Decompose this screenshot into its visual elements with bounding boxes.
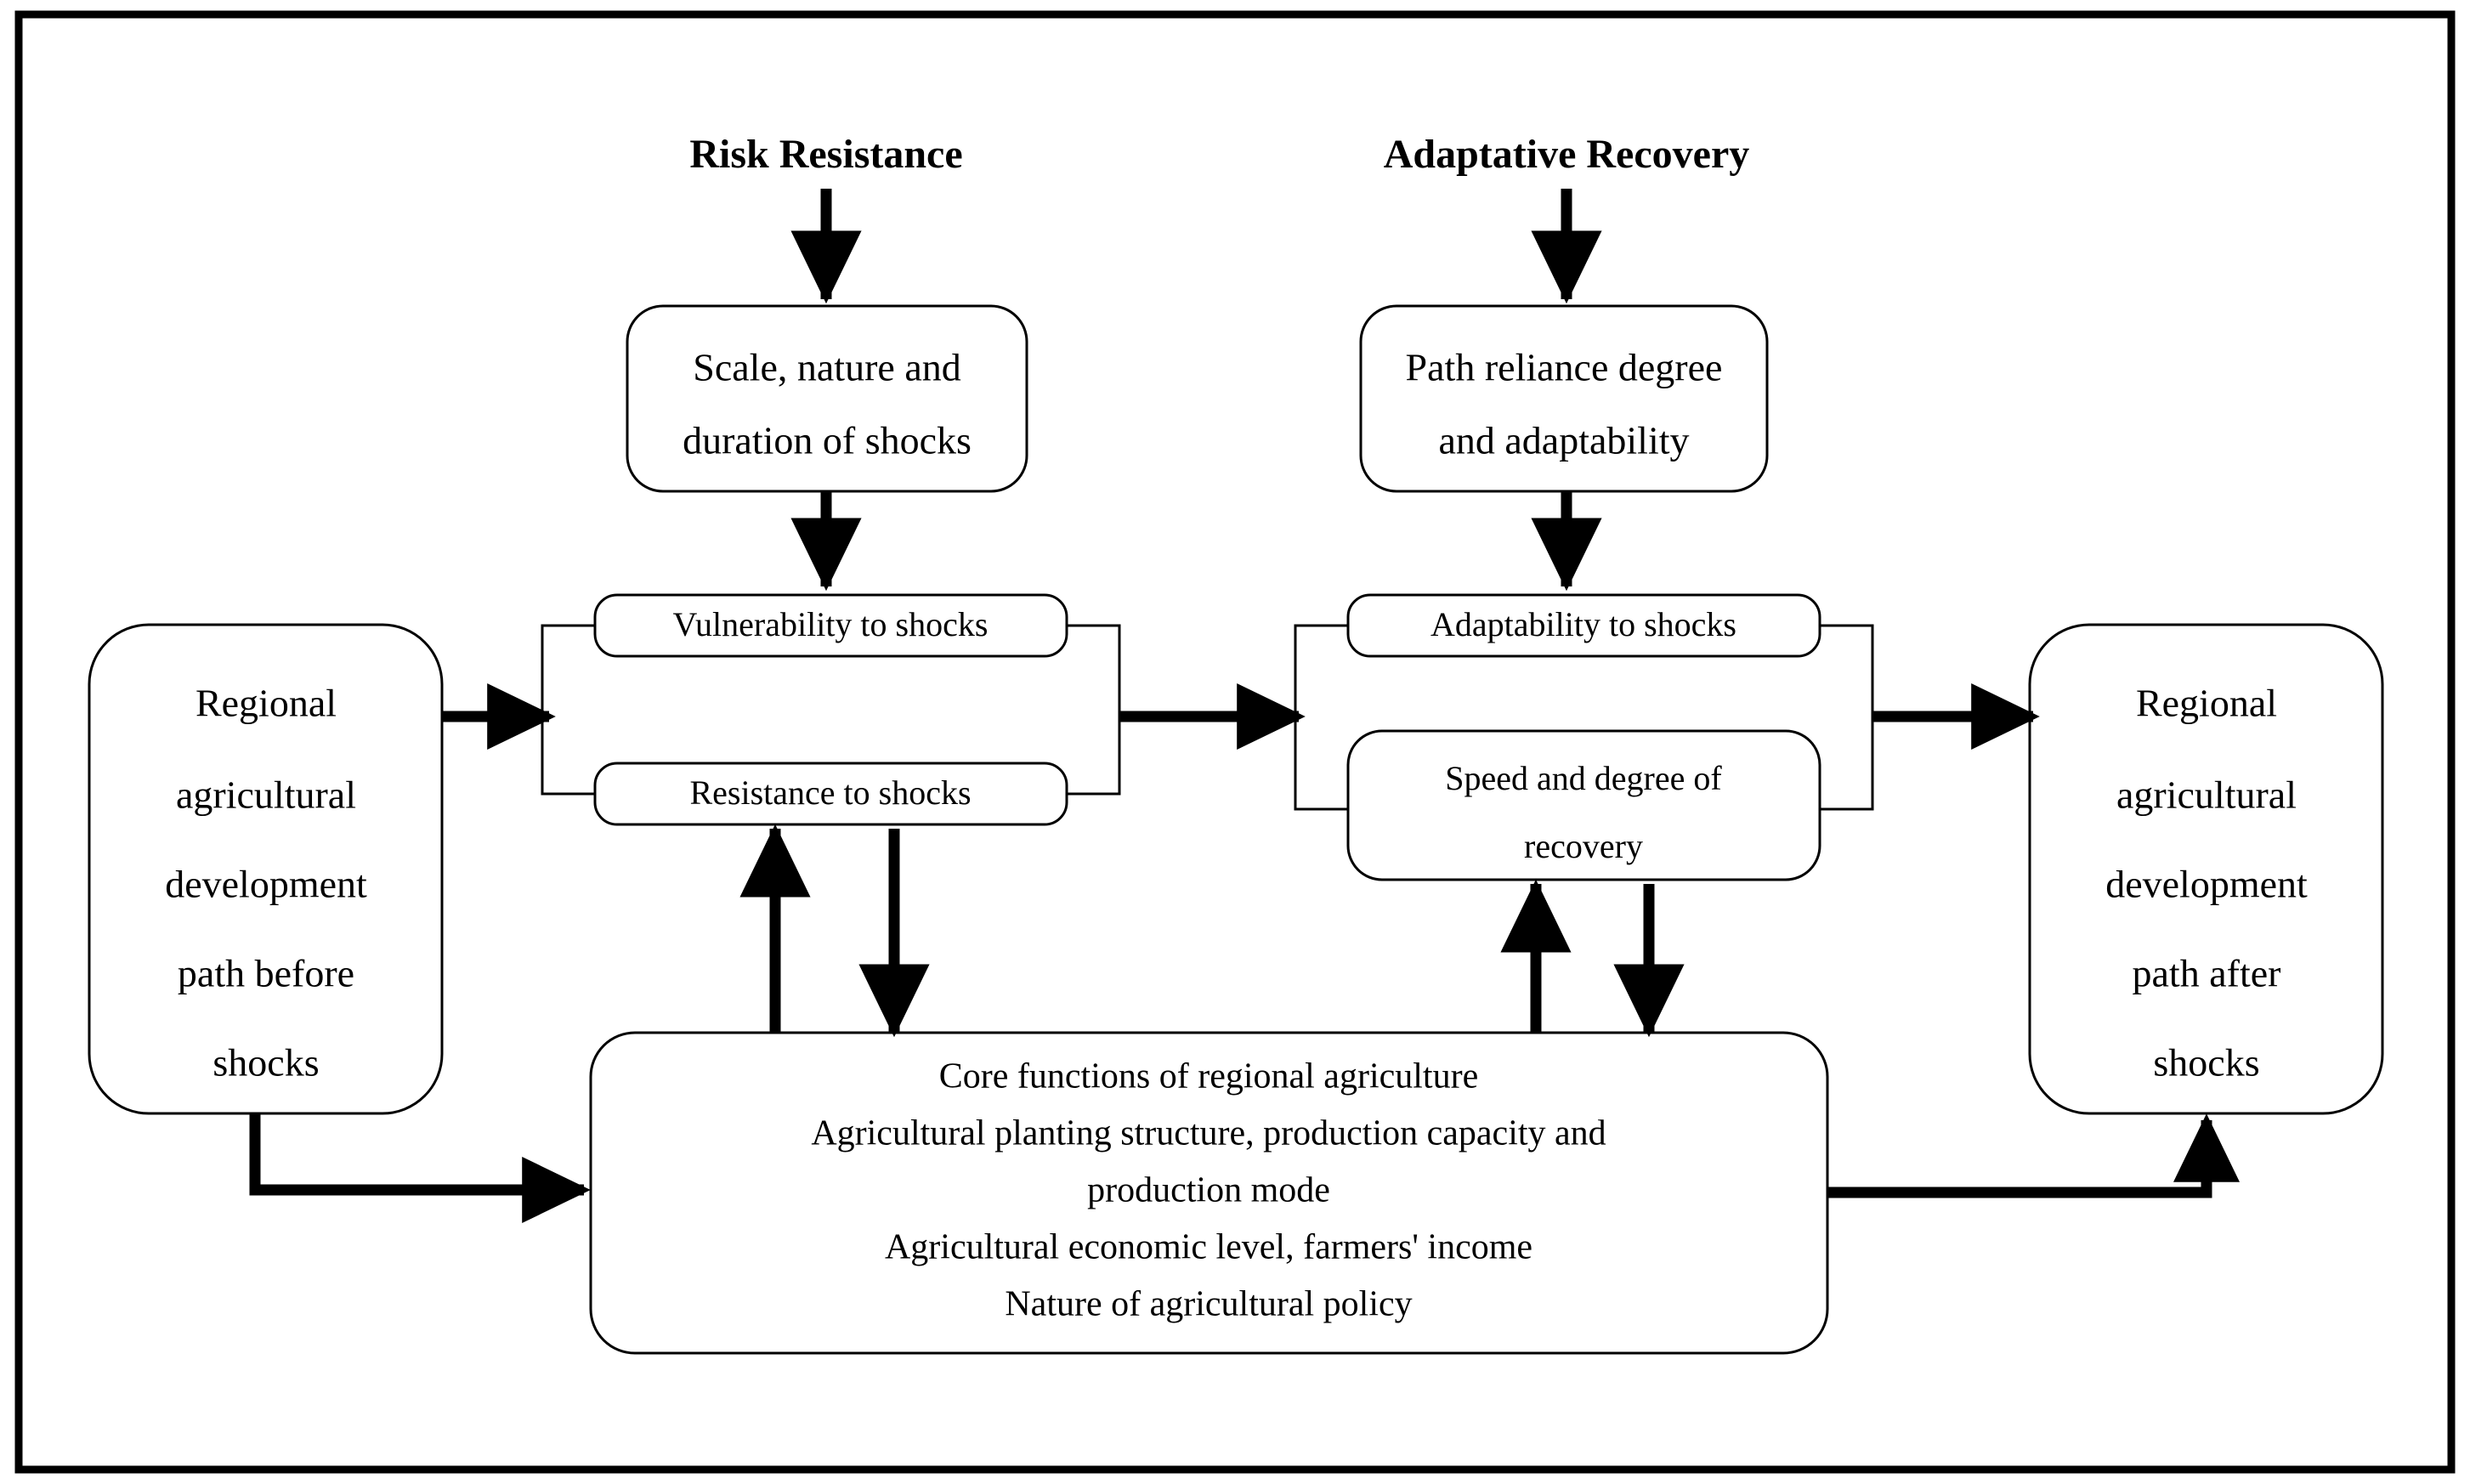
text-shock-attributes-line-2: duration of shocks [683, 419, 972, 462]
bracket-risk-right [1067, 624, 1121, 796]
text-before-path-line-4: path before [178, 952, 354, 995]
text-core-functions-line-5: Nature of agricultural policy [1005, 1285, 1412, 1324]
box-after-path [2028, 623, 2384, 1115]
text-after-path-line-2: agricultural [2116, 773, 2297, 817]
text-core-functions-line-4: Agricultural economic level, farmers' in… [885, 1228, 1532, 1267]
connector-core-to-after-path [1827, 1113, 2240, 1198]
text-adaptability: Adaptability to shocks [1430, 605, 1736, 643]
text-after-path-line-1: Regional [2136, 682, 2277, 725]
box-recovery [1346, 729, 1821, 881]
connector-before-path-to-core [249, 1113, 591, 1223]
text-after-path-line-3: development [2105, 863, 2308, 906]
text-shock-attributes-line-1: Scale, nature and [693, 346, 960, 389]
label-adaptative-recovery: Adaptative Recovery [1384, 132, 1750, 177]
label-risk-resistance: Risk Resistance [689, 132, 962, 177]
text-recovery-line-1: Speed and degree of [1445, 759, 1722, 797]
text-before-path-line-3: development [165, 863, 367, 906]
box-before-path [88, 623, 444, 1115]
text-core-functions-line-1: Core functions of regional agriculture [939, 1057, 1478, 1096]
bracket-recovery-left [1294, 624, 1348, 811]
text-after-path-line-4: path after [2133, 952, 2281, 995]
text-before-path-line-1: Regional [195, 682, 337, 725]
text-after-path-line-5: shocks [2153, 1041, 2259, 1085]
bracket-recovery-right [1820, 624, 1874, 811]
text-resistance: Resistance to shocks [689, 773, 971, 812]
text-core-functions-line-3: production mode [1087, 1171, 1330, 1210]
text-vulnerability: Vulnerability to shocks [673, 605, 989, 643]
text-before-path-line-5: shocks [212, 1041, 319, 1085]
text-before-path-line-2: agricultural [176, 773, 356, 817]
text-path-reliance-line-2: and adaptability [1438, 419, 1689, 462]
box-path-reliance [1359, 304, 1769, 493]
box-shock-attributes [626, 304, 1028, 493]
text-path-reliance-line-1: Path reliance degree [1406, 346, 1723, 389]
bracket-risk-left [541, 624, 595, 796]
text-recovery-line-2: recovery [1524, 827, 1643, 865]
outer-frame [14, 10, 2456, 1474]
text-core-functions-line-2: Agricultural planting structure, product… [811, 1114, 1606, 1153]
